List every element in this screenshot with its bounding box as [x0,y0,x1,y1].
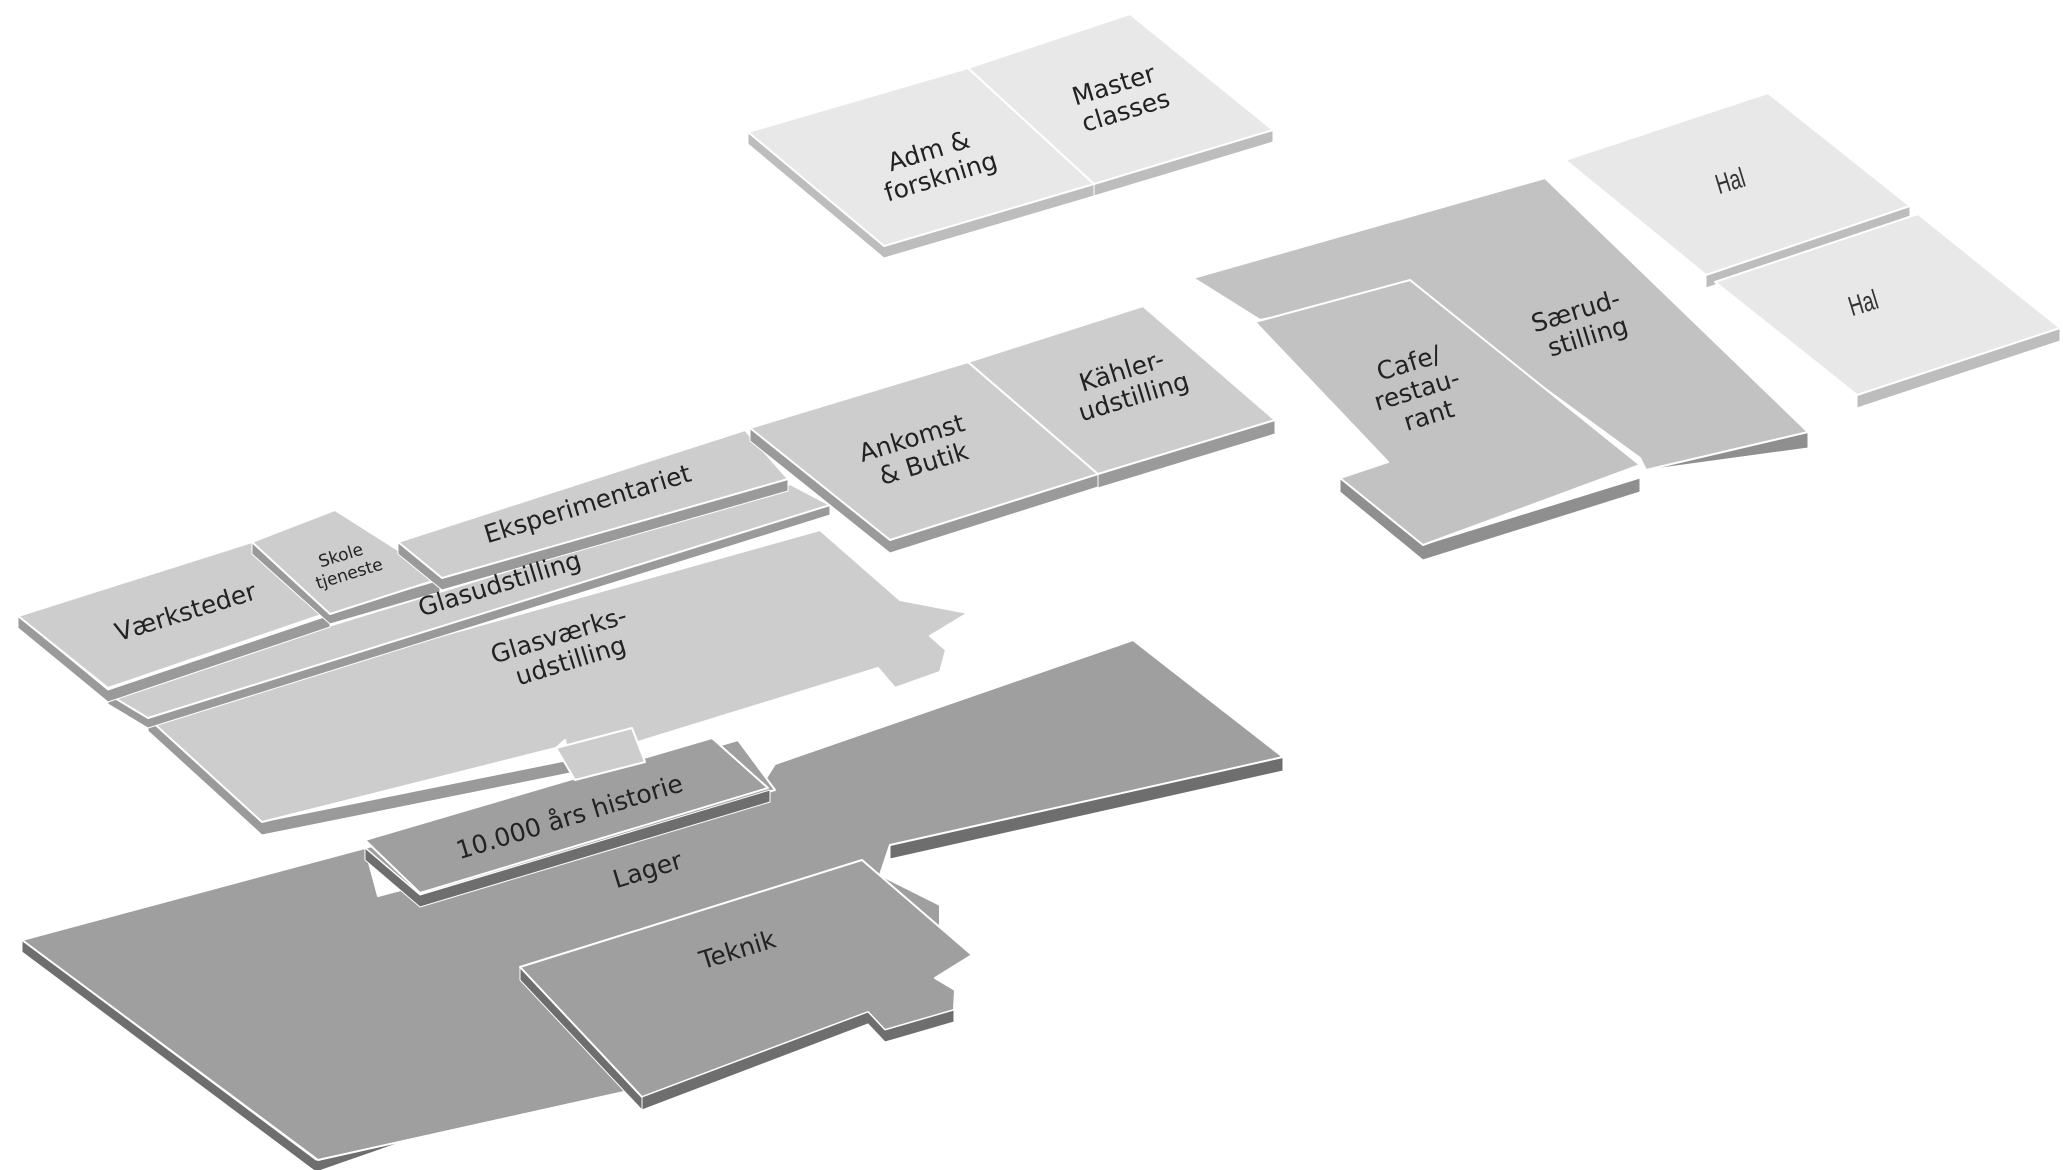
historie-room-side [364,789,771,908]
middle-floor [749,177,1809,561]
hal-2 [1714,213,2061,396]
ground-floor [17,429,969,836]
glasvaerk-slab [147,529,969,823]
top-floor [747,13,2061,409]
cafe-room [1254,279,1641,546]
kahler-room [967,305,1276,475]
teknik-room-lower-side [641,1009,955,1111]
master-room [967,13,1274,185]
eksperimentariet-room [397,429,789,579]
basement-floor [21,639,1284,1170]
hal-1 [1564,92,1911,276]
vaerksteder-room-side [17,614,331,703]
glasvaerk-notch [555,727,646,781]
label-cafe: Cafe/ restau- rant [1362,334,1479,443]
